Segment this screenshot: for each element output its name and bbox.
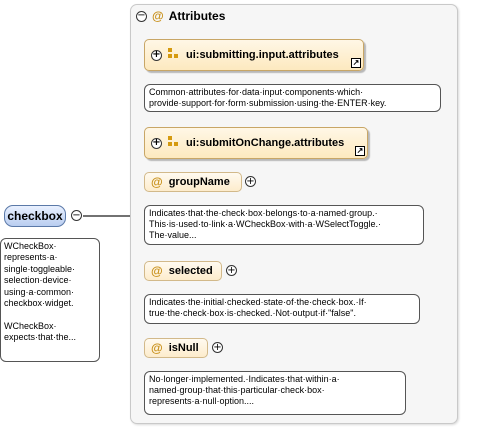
attribute-name: groupName <box>168 176 230 188</box>
attribute-doc-note: Indicates·the·initial·checked·state·of·t… <box>144 294 420 324</box>
attribute-marker-icon: @ <box>151 341 163 355</box>
attributes-group-label: Attributes <box>168 9 226 23</box>
attribute-groupname[interactable]: @ groupName <box>144 172 242 192</box>
attributes-group-header[interactable]: − @ Attributes <box>136 8 225 24</box>
element-name: checkbox <box>7 209 63 223</box>
element-checkbox[interactable]: checkbox <box>4 205 66 227</box>
attribute-group-icon <box>168 48 180 62</box>
attribute-marker-icon: @ <box>151 175 163 189</box>
group-ref-name: ui:submitting.input.attributes <box>186 49 339 61</box>
attribute-selected[interactable]: @ selected <box>144 261 222 281</box>
attribute-name: selected <box>168 265 213 277</box>
expand-icon[interactable]: + <box>151 49 162 61</box>
group-ref-submitting-input-attributes[interactable]: + ui:submitting.input.attributes ↗ <box>144 39 364 71</box>
expand-icon[interactable]: + <box>226 264 237 276</box>
attribute-doc-note: Indicates·that·the·check·box·belongs·to·… <box>144 205 424 245</box>
group-ref-submitonchange-attributes[interactable]: + ui:submitOnChange.attributes ↗ <box>144 127 368 159</box>
attribute-group-icon <box>168 136 180 150</box>
group-ref-doc-note: Common·attributes·for·data·input·compone… <box>144 84 441 112</box>
collapse-icon[interactable]: − <box>71 209 82 221</box>
attribute-doc-note: No·longer·implemented.·Indicates·that·wi… <box>144 371 406 415</box>
attribute-marker-icon: @ <box>152 9 164 23</box>
expand-icon[interactable]: + <box>245 175 256 187</box>
attribute-name: isNull <box>168 342 199 354</box>
expand-icon[interactable]: + <box>212 341 223 353</box>
attribute-marker-icon: @ <box>151 264 163 278</box>
group-ref-name: ui:submitOnChange.attributes <box>186 137 345 149</box>
collapse-icon[interactable]: − <box>136 10 147 22</box>
external-link-icon[interactable]: ↗ <box>355 146 365 156</box>
attribute-isnull[interactable]: @ isNull <box>144 338 208 358</box>
expand-icon[interactable]: + <box>151 137 162 149</box>
element-doc-note: WCheckBox· represents·a· single·toggleab… <box>0 238 100 362</box>
external-link-icon[interactable]: ↗ <box>351 58 361 68</box>
